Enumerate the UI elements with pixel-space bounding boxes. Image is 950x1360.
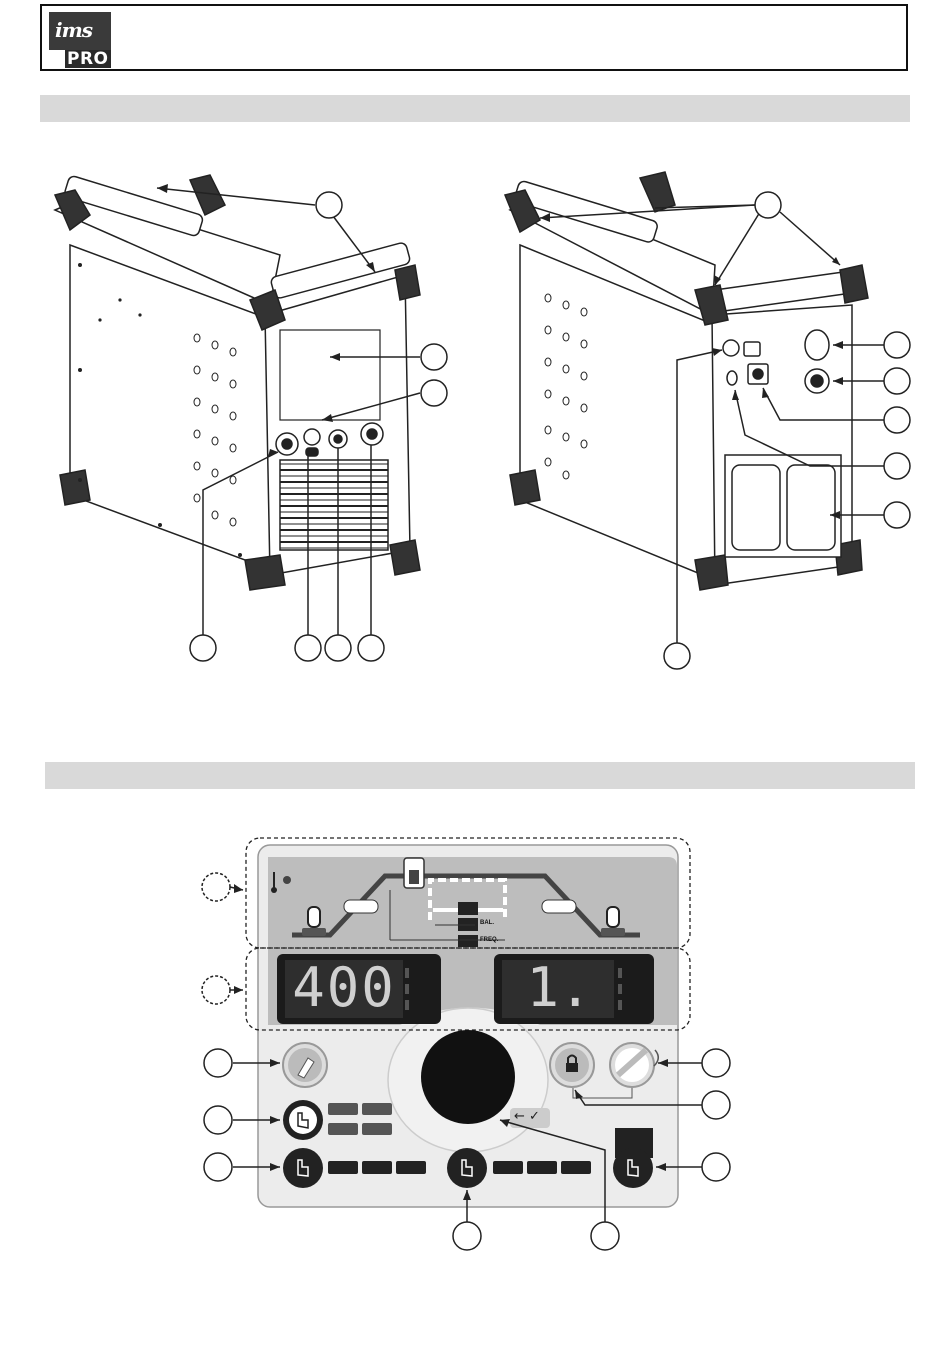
right-slot [615, 1128, 653, 1158]
callout-circle-panel-3 [204, 1049, 232, 1077]
cycle-seg-3 [458, 935, 478, 947]
callout-circle-rear-1 [755, 192, 781, 218]
callout-circle-panel-1 [202, 873, 230, 901]
front-view [55, 175, 420, 590]
button-trigger-right [613, 1148, 653, 1188]
front-vent-grille [280, 460, 388, 550]
callout-circle-front-7 [358, 635, 384, 661]
welding-cycle-diagram [292, 858, 640, 947]
callout-circle-panel-4 [204, 1106, 232, 1134]
group-box-cycle [246, 838, 690, 948]
display-right-value: 1. [505, 958, 613, 1018]
front-connector-small [304, 429, 320, 445]
undo-arrow-icon [654, 1050, 658, 1066]
panel-body [258, 845, 678, 1207]
front-foot-3 [390, 540, 420, 575]
lock-icon [550, 1043, 594, 1087]
callout-circle-rear-6 [884, 502, 910, 528]
button-program-mid [447, 1148, 487, 1188]
main-knob [421, 1030, 515, 1124]
callout-circle-front-3 [421, 380, 447, 406]
callout-circle-front-1 [316, 192, 342, 218]
callout-circle-panel-9 [702, 1091, 730, 1119]
torch-icon [302, 907, 326, 936]
callout-circle-panel-7 [591, 1222, 619, 1250]
rear-box-left [732, 465, 780, 550]
callout-circle-panel-10 [702, 1153, 730, 1181]
front-control-window [280, 330, 380, 420]
callout-circle-front-2 [421, 344, 447, 370]
button-gas-test [283, 1043, 327, 1087]
front-bracket-4 [395, 265, 420, 300]
callout-circle-panel-8 [702, 1049, 730, 1077]
section-bar-panel [45, 762, 915, 789]
knob-surround [388, 1008, 548, 1152]
torch-icon-right [601, 907, 625, 936]
freq-label: FREQ. [480, 937, 498, 943]
callout-circle-rear-2 [884, 332, 910, 358]
cycle-seg-2 [458, 918, 478, 931]
panel-callout-lines [230, 887, 702, 1222]
button-mode [283, 1100, 323, 1140]
confirm-arrow-check: ← ✓ [514, 1109, 540, 1124]
cycle-peak-marker [404, 858, 424, 888]
callout-circle-rear-3 [884, 368, 910, 394]
rear-gas-inlet [805, 330, 829, 360]
callout-circle-rear-5 [884, 453, 910, 479]
callout-circle-panel-2 [202, 976, 230, 1004]
callout-circle-front-4 [190, 635, 216, 661]
callout-circle-front-5 [295, 635, 321, 661]
button-return [610, 1043, 654, 1087]
front-foot-1 [60, 470, 90, 505]
rear-plug [727, 371, 737, 385]
rear-view [505, 172, 868, 590]
button-program-left [283, 1148, 323, 1188]
callout-circle-panel-6 [453, 1222, 481, 1250]
temp-led [283, 876, 291, 884]
cycle-seg-1 [458, 902, 478, 915]
front-foot-2 [245, 555, 285, 590]
bal-label: BAL. [480, 920, 494, 926]
front-connector-left-core [282, 439, 292, 449]
callout-circle-front-6 [325, 635, 351, 661]
front-side-panel [70, 245, 272, 570]
thermometer-icon [271, 872, 277, 893]
panel-callout-circles [202, 873, 730, 1250]
callout-circle-rear-7 [664, 643, 690, 669]
rear-switch [723, 340, 739, 356]
callout-circle-panel-5 [204, 1153, 232, 1181]
callout-circle-rear-4 [884, 407, 910, 433]
machine-illustrations [0, 0, 950, 760]
rear-box-right [787, 465, 835, 550]
display-left-value: 400 [286, 958, 402, 1018]
panel-callout-arrows [234, 884, 668, 1200]
rear-socket-small [744, 342, 760, 356]
